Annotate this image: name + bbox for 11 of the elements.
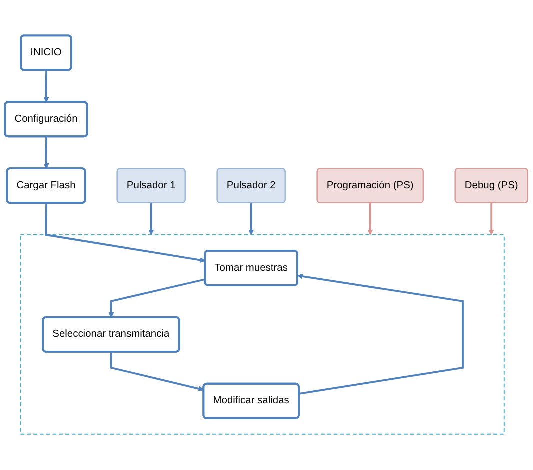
arrow: [44, 136, 50, 170]
arrow: [248, 203, 254, 236]
arrow: [148, 203, 154, 236]
arrow: [298, 274, 464, 395]
arrow: [108, 278, 206, 318]
arrow: [488, 203, 494, 236]
arrow: [44, 70, 50, 103]
arrow: [110, 352, 204, 392]
cluster: [20, 234, 505, 435]
arrow: [45, 203, 206, 263]
arrow: [368, 203, 374, 236]
